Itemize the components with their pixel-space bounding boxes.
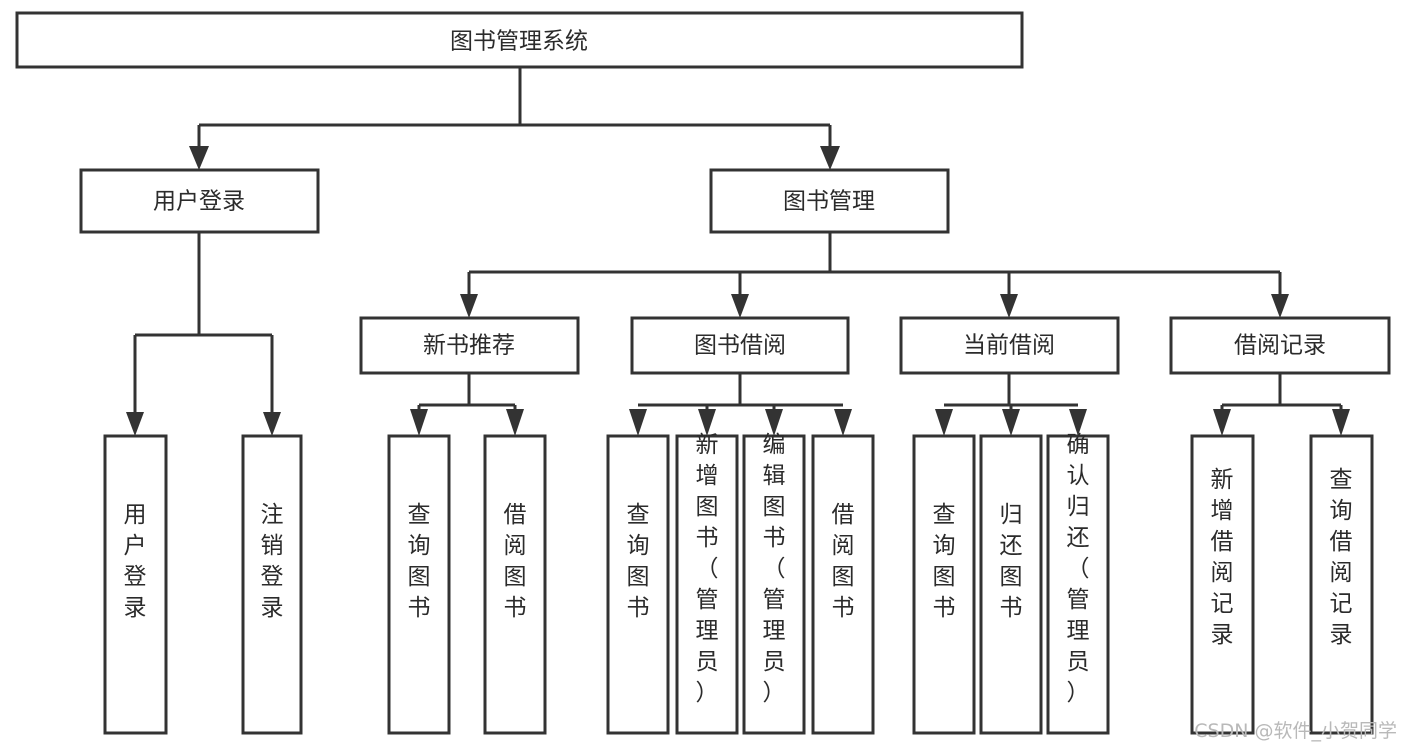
- arrowhead-new-book-rec: [460, 294, 478, 318]
- connector-group-borrow-record-to-leaves: [1213, 373, 1350, 436]
- node-leaf-return-book-label: 归还图书: [1000, 502, 1023, 621]
- node-book-borrow[interactable]: 图书借阅: [630, 316, 850, 375]
- node-leaf-query-book-2-box[interactable]: [606, 434, 670, 735]
- node-leaf-add-record[interactable]: 新增借阅记录: [1190, 434, 1255, 735]
- connector-group-book-manage-to-level3: [460, 232, 1289, 318]
- node-book-manage-box[interactable]: [709, 168, 950, 234]
- node-borrow-record[interactable]: 借阅记录: [1169, 316, 1391, 375]
- node-leaf-borrow-book-1[interactable]: 借阅图书: [483, 434, 547, 735]
- connector-group-new-book-rec-to-leaves: [410, 373, 524, 436]
- node-leaf-borrow-book-1-box[interactable]: [483, 434, 547, 735]
- node-leaf-borrow-book-2[interactable]: 借阅图书: [811, 434, 875, 735]
- node-current-borrow-label: 当前借阅: [963, 333, 1055, 359]
- node-book-borrow-box[interactable]: [630, 316, 850, 375]
- arrowhead-leaf-borrow-book-1: [506, 409, 524, 436]
- arrowhead-leaf-return-book: [1002, 409, 1020, 436]
- node-leaf-logout-label: 注销登录: [261, 502, 284, 621]
- arrowhead-leaf-query-book-1: [410, 409, 428, 436]
- node-user-login-box[interactable]: [79, 168, 320, 234]
- node-leaf-user-login[interactable]: 用户登录: [103, 434, 168, 735]
- node-leaf-borrow-book-1-label: 借阅图书: [504, 502, 527, 621]
- node-root-label: 图书管理系统: [450, 29, 588, 55]
- node-current-borrow-box[interactable]: [899, 316, 1120, 375]
- arrowhead-leaf-logout: [263, 412, 281, 436]
- node-leaf-borrow-book-2-label: 借阅图书: [832, 502, 855, 621]
- node-leaf-query-book-1[interactable]: 查询图书: [387, 434, 451, 735]
- arrowhead-leaf-user-login: [126, 412, 144, 436]
- node-book-manage[interactable]: 图书管理: [709, 168, 950, 234]
- connector-group-book-borrow-to-leaves: [629, 373, 852, 436]
- node-leaf-query-record-box[interactable]: [1309, 434, 1374, 735]
- arrowhead-leaf-add-record: [1213, 409, 1231, 436]
- node-leaf-query-book-3-box[interactable]: [912, 434, 976, 735]
- arrowhead-to-book-manage: [820, 146, 840, 170]
- node-leaf-add-book-box[interactable]: [675, 434, 739, 735]
- node-user-login-label: 用户登录: [153, 189, 245, 215]
- node-leaf-query-record-label: 查询借阅记录: [1330, 467, 1353, 648]
- arrowhead-book-borrow: [731, 294, 749, 318]
- arrowhead-leaf-add-book: [698, 409, 716, 436]
- connector-group-current-borrow-to-leaves: [935, 373, 1087, 436]
- node-leaf-edit-book-label: 编辑图书（管理员）: [763, 432, 786, 706]
- node-leaf-query-book-2-label: 查询图书: [627, 502, 650, 621]
- node-new-book-rec[interactable]: 新书推荐: [359, 316, 580, 375]
- node-leaf-return-book[interactable]: 归还图书: [979, 434, 1043, 735]
- node-book-borrow-label: 图书借阅: [694, 333, 786, 359]
- arrowhead-leaf-query-book-3: [935, 409, 953, 436]
- node-book-manage-label: 图书管理: [783, 189, 875, 215]
- node-leaf-confirm-return[interactable]: 确认归还（管理员）: [1046, 432, 1110, 735]
- node-leaf-user-login-box[interactable]: [103, 434, 168, 735]
- node-leaf-logout-box[interactable]: [241, 434, 303, 735]
- node-current-borrow[interactable]: 当前借阅: [899, 316, 1120, 375]
- node-leaf-add-record-box[interactable]: [1190, 434, 1255, 735]
- node-leaf-query-book-3-label: 查询图书: [933, 502, 956, 621]
- node-root[interactable]: 图书管理系统: [15, 11, 1024, 69]
- node-leaf-confirm-return-label: 确认归还（管理员）: [1067, 432, 1090, 706]
- node-leaf-add-book-label: 新增图书（管理员）: [696, 432, 719, 706]
- node-leaf-edit-book[interactable]: 编辑图书（管理员）: [742, 432, 806, 735]
- node-leaf-query-book-3[interactable]: 查询图书: [912, 434, 976, 735]
- connector-group-root-to-level2: [189, 67, 840, 170]
- node-new-book-rec-label: 新书推荐: [423, 333, 515, 359]
- node-leaf-user-login-label: 用户登录: [124, 502, 147, 621]
- node-leaf-confirm-return-box[interactable]: [1046, 434, 1110, 735]
- node-borrow-record-box[interactable]: [1169, 316, 1391, 375]
- arrowhead-leaf-edit-book: [765, 409, 783, 436]
- node-leaf-add-book[interactable]: 新增图书（管理员）: [675, 432, 739, 735]
- arrowhead-leaf-query-book-2: [629, 409, 647, 436]
- arrowhead-leaf-query-record: [1332, 409, 1350, 436]
- node-leaf-query-book-2[interactable]: 查询图书: [606, 434, 670, 735]
- node-leaf-query-book-1-box[interactable]: [387, 434, 451, 735]
- node-leaf-query-book-1-label: 查询图书: [408, 502, 431, 621]
- arrowhead-to-user-login: [189, 146, 209, 170]
- node-leaf-borrow-book-2-box[interactable]: [811, 434, 875, 735]
- arrowhead-leaf-borrow-book-2: [834, 409, 852, 436]
- node-leaf-return-book-box[interactable]: [979, 434, 1043, 735]
- node-leaf-logout[interactable]: 注销登录: [241, 434, 303, 735]
- arrowhead-borrow-record: [1271, 294, 1289, 318]
- node-user-login[interactable]: 用户登录: [79, 168, 320, 234]
- node-leaf-edit-book-box[interactable]: [742, 434, 806, 735]
- node-leaf-add-record-label: 新增借阅记录: [1211, 467, 1234, 648]
- node-new-book-rec-box[interactable]: [359, 316, 580, 375]
- node-root-box[interactable]: [15, 11, 1024, 69]
- node-leaf-query-record[interactable]: 查询借阅记录: [1309, 434, 1374, 735]
- node-borrow-record-label: 借阅记录: [1234, 333, 1326, 359]
- arrowhead-leaf-confirm-return: [1069, 409, 1087, 436]
- connector-group-user-login-to-leaves: [126, 232, 281, 436]
- arrowhead-current-borrow: [1000, 294, 1018, 318]
